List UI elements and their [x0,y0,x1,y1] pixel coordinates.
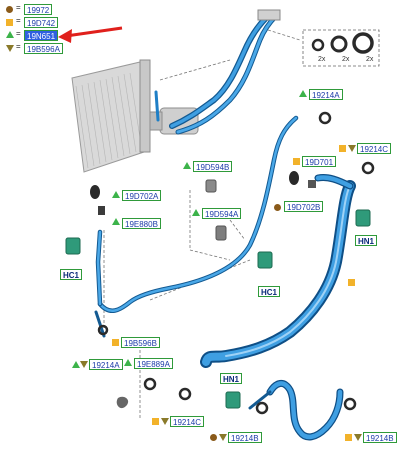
kit-oring-medium-icon [330,35,348,53]
part-label-19d702b[interactable]: 19D702B [284,201,324,212]
gasket-19b596b-icon [116,396,129,409]
green-triangle-icon [299,90,307,97]
green-triangle-icon [192,209,200,216]
valve-19d701-icon [308,180,316,188]
part-label-hn1-right[interactable]: HN1 [355,235,378,246]
olive-triangle-down-icon [354,434,362,441]
oring-19214b-right-icon [343,397,357,411]
part-label-19214a-bottom[interactable]: 19214A [89,359,123,370]
legend-equals: = [16,29,21,38]
oring-19214a-bottom-icon [97,324,109,336]
part-label-hc1-mid[interactable]: HC1 [258,286,281,297]
green-triangle-icon [6,31,14,38]
lower-right-pipe [248,380,344,441]
olive-triangle-down-icon [161,418,169,425]
part-label-19d702a[interactable]: 19D702A [122,190,162,201]
part-label-19d594a[interactable]: 19D594A [202,208,242,219]
condenser-radiator [71,59,151,173]
valve-19e880b-icon [98,206,105,215]
brown-dot-icon [274,204,281,211]
part-label-19214a-top[interactable]: 19214A [309,89,343,100]
olive-triangle-down-icon [348,145,356,152]
kit-qty-medium: 2x [342,56,350,63]
sensor-hc1-left-icon [65,237,81,255]
oring-19214a-top-icon [318,111,332,125]
components [65,111,375,415]
red-pointer-arrow [58,26,123,43]
orange-square-icon [345,434,352,441]
orange-square-icon [293,158,300,165]
olive-triangle-down-icon [80,361,88,368]
upper-pipe [154,13,279,135]
part-label-hc1-left[interactable]: HC1 [60,269,83,280]
oring-19214c-bottom-icon [178,387,192,401]
kit-qty-small: 2x [318,56,326,63]
sensor-hn1-bottom-icon [225,391,241,409]
legend-code-19n651-highlighted[interactable]: 19N651 [24,30,59,41]
sensor-hn1-right-icon [355,209,371,227]
legend-code-19b596a[interactable]: 19B596A [24,43,63,54]
green-triangle-icon [124,359,132,366]
part-label-19214c-right[interactable]: 19214C [357,143,392,154]
orange-square-icon [112,339,119,346]
orange-square-icon [152,418,159,425]
legend-code-19d742[interactable]: 19D742 [24,17,59,28]
kit-oring-large-icon [352,32,374,54]
part-label-19214b-mid[interactable]: 19214B [228,432,262,443]
part-label-19d594b[interactable]: 19D594B [193,161,233,172]
legend-equals: = [16,42,21,51]
part-label-19e880b[interactable]: 19E880B [122,218,161,229]
part-label-hn1-bottom[interactable]: HN1 [220,373,243,384]
part-label-19d701[interactable]: 19D701 [302,156,337,167]
oring-19214c-right-icon [361,161,375,175]
part-label-19214c-bottom[interactable]: 19214C [170,416,205,427]
oring-19214b-mid-icon [255,401,269,415]
kit-qty-large: 2x [366,56,374,63]
long-suction-pipe [94,115,299,338]
guide-lines [103,29,301,420]
olive-triangle-down-icon [6,45,14,52]
oring-19e889a-icon [143,377,157,391]
green-triangle-icon [112,191,120,198]
switch-19d594b-icon [205,179,217,193]
brown-dot-icon [210,434,217,441]
switch-19d594a-icon [215,225,227,241]
legend-equals: = [16,16,21,25]
part-label-19214b-right[interactable]: 19214B [363,432,397,443]
part-label-19b596b[interactable]: 19B596B [121,337,160,348]
orange-square-icon [339,145,346,152]
part-label-19e889a[interactable]: 19E889A [134,358,173,369]
kit-oring-small-icon [311,38,325,52]
green-triangle-icon [183,162,191,169]
legend-equals: = [16,3,21,12]
green-triangle-icon [112,218,120,225]
olive-triangle-down-icon [219,434,227,441]
brown-dot-icon [6,6,13,13]
legend-code-19972[interactable]: 19972 [24,4,53,15]
cap-19d702b-icon [289,171,299,185]
oring-kit-box [302,29,380,67]
cap-19d702a-icon [90,185,100,199]
orange-square-icon [6,19,13,26]
orange-square-icon [348,279,355,286]
sensor-hc1-mid-icon [257,251,273,269]
firewall-connector [257,9,281,21]
thick-hose [200,174,356,368]
green-triangle-icon [72,361,80,368]
